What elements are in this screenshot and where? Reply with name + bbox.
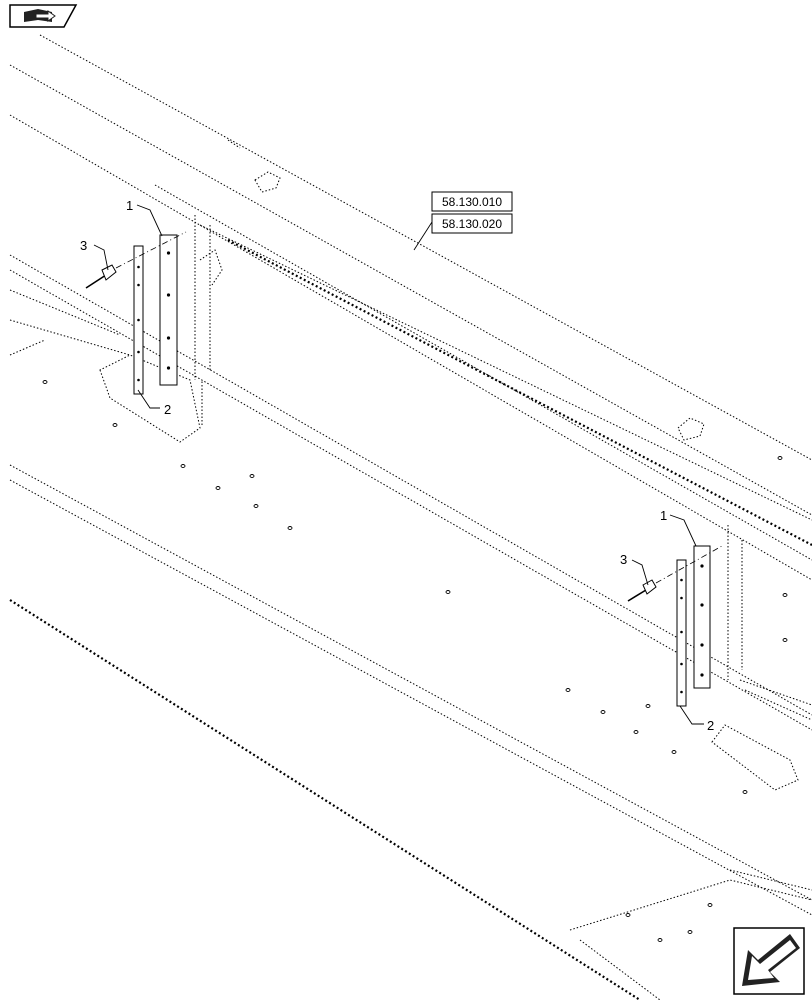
frame-holes: [42, 380, 788, 942]
frame-outline: [9, 34, 812, 1000]
callout-3-left: 3: [80, 238, 87, 253]
callout-leaders-right: [631, 514, 704, 725]
callout-1-right: 1: [660, 508, 667, 523]
back-nav-button[interactable]: [9, 4, 78, 28]
svg-text:58.130.010: 58.130.010: [442, 195, 502, 209]
beam-boss: [227, 139, 705, 441]
rivet-part-3-right[interactable]: [627, 545, 723, 602]
callout-2-left: 2: [164, 402, 171, 417]
callout-leaders-left: [93, 204, 163, 409]
panel-part-1-right[interactable]: [693, 545, 711, 689]
callout-3-right: 3: [620, 552, 627, 567]
panel-part-1-left[interactable]: [159, 234, 178, 386]
right-assembly: 1 3 2: [620, 508, 723, 733]
reference-box-1[interactable]: 58.130.010: [431, 191, 513, 212]
arrow-down-left-icon: [742, 934, 800, 986]
strip-part-2-left[interactable]: [133, 245, 144, 395]
callout-1-left: 1: [126, 198, 133, 213]
svg-text:58.130.020: 58.130.020: [442, 217, 502, 231]
next-nav-button[interactable]: [733, 927, 805, 995]
frame-heavy-edge: [9, 239, 812, 1000]
reference-box-2[interactable]: 58.130.020: [431, 213, 513, 234]
book-arrow-icon: [24, 9, 56, 22]
upright-post-left: [194, 215, 223, 425]
rivet-part-3-left[interactable]: [85, 231, 187, 289]
frame-bracket: [99, 354, 799, 791]
left-assembly: 1 3 2: [80, 198, 187, 417]
callout-2-right: 2: [707, 718, 714, 733]
reference-boxes: 58.130.010 58.130.020: [413, 191, 513, 251]
upright-post-right: [727, 525, 743, 680]
strip-part-2-right[interactable]: [676, 559, 687, 707]
